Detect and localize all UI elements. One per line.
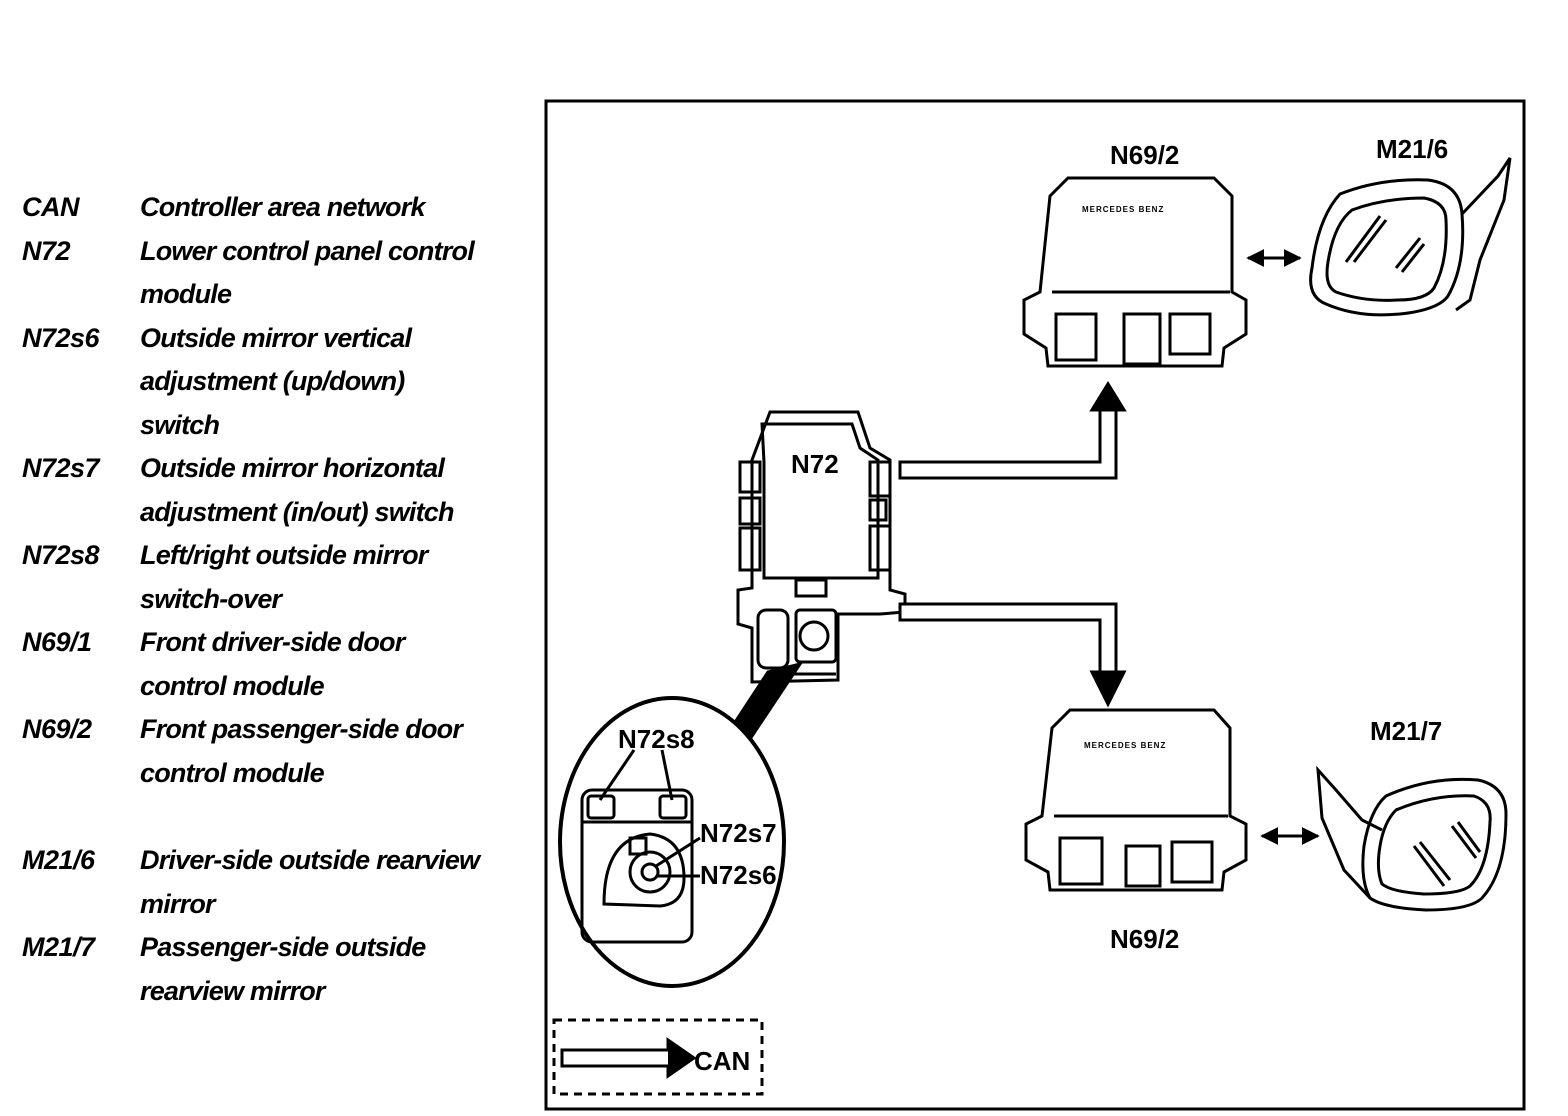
mirror-top-label: M21/6	[1376, 134, 1448, 164]
legend-code: M21/7	[22, 932, 95, 962]
legend-item-n72s6: N72s6 Outside mirror vertical adjustment…	[22, 317, 502, 448]
legend-desc: Passenger-side outside rearview mirror	[140, 932, 426, 1006]
legend-item-n72s8: N72s8 Left/right outside mirror switch-o…	[22, 534, 502, 621]
legend-desc: Outside mirror vertical adjustment (up/d…	[140, 322, 412, 440]
legend-desc: Front driver-side door control module	[140, 627, 405, 701]
legend-desc: Left/right outside mirror switch-over	[140, 540, 428, 614]
legend-code: N69/1	[22, 627, 92, 657]
detail-s8-label: N72s8	[618, 724, 695, 754]
legend-code: M21/6	[22, 845, 95, 875]
mirror-m21-7	[1316, 765, 1508, 912]
mirror-bottom-label: M21/7	[1370, 716, 1442, 746]
legend-item-n72s7: N72s7 Outside mirror horizontal adjustme…	[22, 447, 502, 534]
legend-desc: Front passenger-side door control module	[140, 714, 463, 788]
top-module-brand: MERCEDES BENZ	[1082, 205, 1164, 214]
top-door-module	[1022, 176, 1248, 368]
legend-item-n69-1: N69/1 Front driver-side door control mod…	[22, 621, 502, 708]
legend-item-n72: N72 Lower control panel control module	[22, 230, 502, 317]
legend-code: N69/2	[22, 714, 92, 744]
legend: CAN Controller area network N72 Lower co…	[22, 186, 502, 1013]
legend-code: N72s6	[22, 322, 100, 353]
legend-desc: Driver-side outside rearview mirror	[140, 845, 480, 919]
detail-callout	[558, 661, 804, 988]
mirror-m21-6	[1309, 157, 1512, 317]
top-module-label: N69/2	[1110, 140, 1179, 170]
legend-item-can: CAN Controller area network	[22, 186, 502, 230]
can-key: CAN	[552, 1018, 764, 1096]
can-key-label: CAN	[694, 1046, 750, 1076]
detail-s7-label: N72s7	[700, 818, 777, 848]
legend-code: CAN	[22, 192, 80, 222]
bottom-module-label: N69/2	[1110, 924, 1179, 954]
bottom-module-brand: MERCEDES BENZ	[1084, 741, 1166, 750]
n72-label: N72	[791, 449, 839, 479]
n72-module	[736, 410, 907, 684]
can-route-top	[898, 381, 1127, 480]
legend-desc: Controller area network	[140, 192, 425, 222]
legend-item-m21-7: M21/7 Passenger-side outside rearview mi…	[22, 926, 502, 1013]
legend-code: N72	[22, 235, 71, 266]
legend-code: N72s8	[22, 540, 100, 570]
legend-desc: Lower control panel control module	[140, 235, 475, 310]
bottom-door-module	[1024, 708, 1248, 892]
legend-item-n69-2: N69/2 Front passenger-side door control …	[22, 708, 502, 795]
can-route-bottom	[898, 602, 1127, 708]
legend-item-m21-6: M21/6 Driver-side outside rearview mirro…	[22, 839, 502, 926]
detail-s6-label: N72s6	[700, 860, 777, 890]
legend-code: N72s7	[22, 453, 100, 483]
diagram-frame	[544, 99, 1526, 1111]
legend-desc: Outside mirror horizontal adjustment (in…	[140, 453, 455, 527]
